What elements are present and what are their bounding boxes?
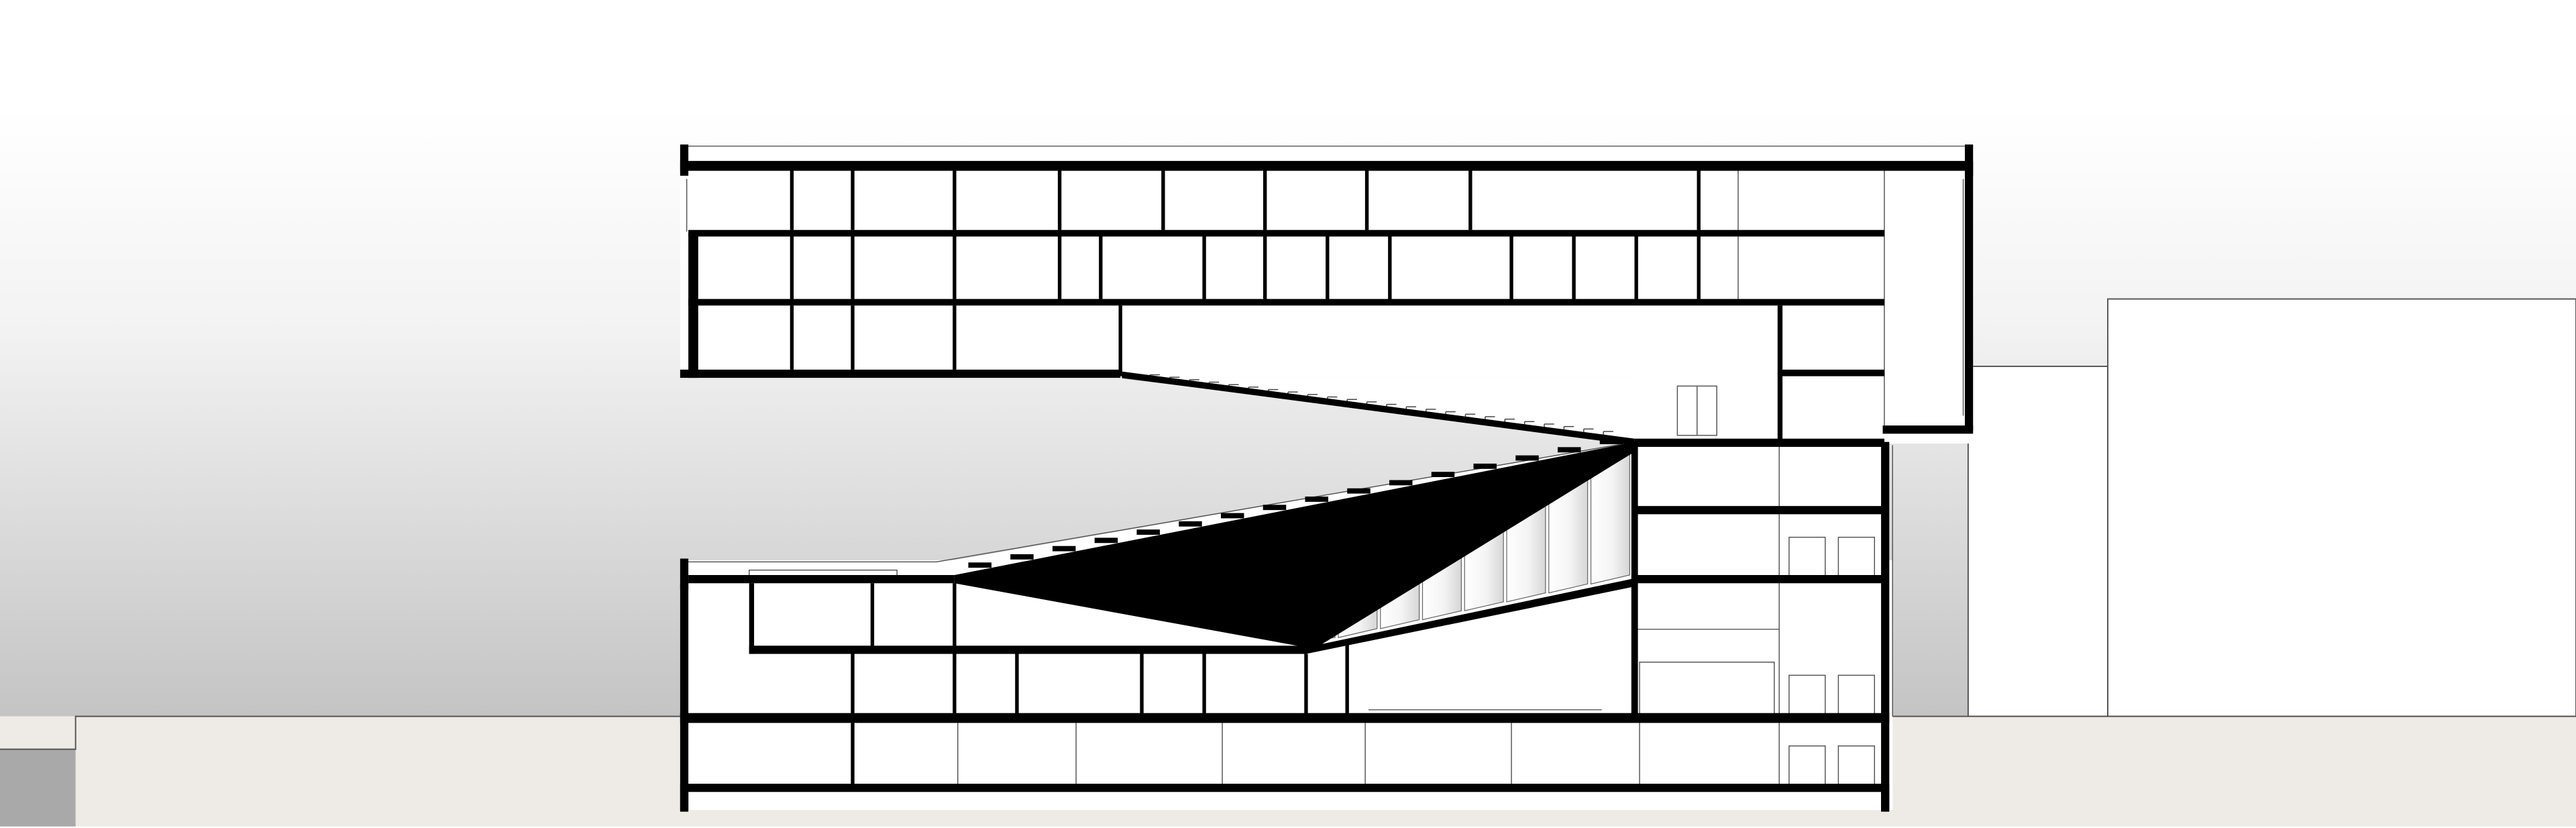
seat-tread <box>1347 488 1371 494</box>
seat-tread <box>1010 554 1034 560</box>
lower-floors <box>851 583 1349 717</box>
seat-tread <box>1389 480 1413 486</box>
seat-tread <box>1305 497 1328 502</box>
seat-tread <box>1431 472 1455 478</box>
seat-tread <box>1179 521 1202 527</box>
seat-tread <box>968 562 991 568</box>
seat-tread <box>1094 537 1118 544</box>
seat-tread <box>1052 546 1076 552</box>
seat-tread <box>1473 463 1497 469</box>
section-cut-building <box>680 144 1974 812</box>
seat-tread <box>1599 439 1623 444</box>
upper-floors <box>790 170 1701 376</box>
seat-tread <box>1558 447 1581 453</box>
seat-tread <box>1263 505 1287 511</box>
seat-tread <box>1220 513 1244 519</box>
seat-tread <box>1136 529 1160 535</box>
seat-tread <box>1515 455 1539 461</box>
